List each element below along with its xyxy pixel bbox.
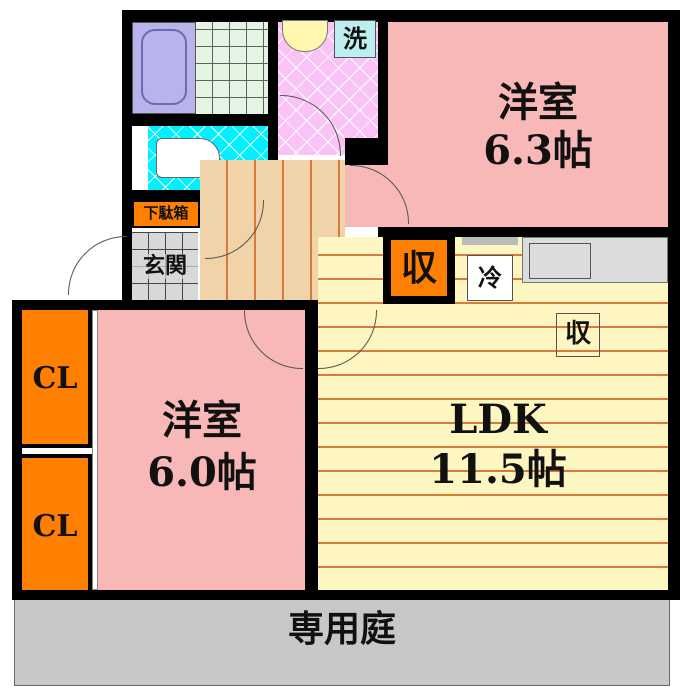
- washer-space: 洗: [334, 20, 376, 58]
- room-name: 洋室: [162, 397, 242, 444]
- ldk-storage-label: 収: [564, 319, 591, 349]
- shoe-cabinet-label: 下駄箱: [143, 204, 189, 222]
- garden-label: 専用庭: [287, 608, 396, 650]
- wall: [122, 10, 132, 310]
- closet-1: CL: [22, 310, 92, 448]
- wall: [122, 114, 278, 126]
- wall: [268, 10, 278, 200]
- room-size: 11.5帖: [429, 446, 567, 493]
- wall: [12, 590, 680, 600]
- bathtub-icon: [141, 29, 187, 105]
- fridge-space: 冷: [467, 255, 513, 301]
- room-name: 洋室: [498, 79, 578, 126]
- wall: [345, 138, 388, 165]
- room-name: LDK: [449, 396, 547, 443]
- entrance: 玄関: [132, 232, 198, 300]
- kitchen-counter: [522, 237, 668, 283]
- sink-icon: [529, 243, 591, 279]
- closet-doors[interactable]: [92, 310, 98, 590]
- wall: [378, 227, 680, 237]
- ldk-storage: 収: [556, 313, 600, 357]
- shoe-cabinet: 下駄箱: [132, 200, 200, 228]
- entrance-door[interactable]: [68, 236, 127, 295]
- shower-area: [196, 22, 268, 114]
- entrance-label: 玄関: [132, 253, 198, 280]
- wall: [122, 10, 680, 22]
- closet-label: CL: [32, 509, 78, 544]
- wall: [668, 10, 680, 600]
- western-room-6-3: 洋室 6.3帖: [388, 22, 668, 227]
- storage-label: 収: [400, 247, 437, 289]
- shelf: [462, 237, 518, 245]
- closet-label: CL: [32, 361, 78, 396]
- wall: [12, 300, 312, 310]
- closet-2: CL: [22, 454, 92, 590]
- fridge-label: 冷: [478, 263, 502, 292]
- wall: [378, 10, 388, 165]
- storage-closet: 収: [383, 232, 455, 304]
- wall: [305, 300, 318, 590]
- room-size: 6.0帖: [147, 449, 257, 496]
- private-garden: 専用庭: [14, 598, 670, 686]
- wall: [12, 300, 22, 600]
- bathtub: [132, 22, 196, 114]
- washer-label: 洗: [343, 24, 367, 53]
- room-size: 6.3帖: [483, 127, 593, 174]
